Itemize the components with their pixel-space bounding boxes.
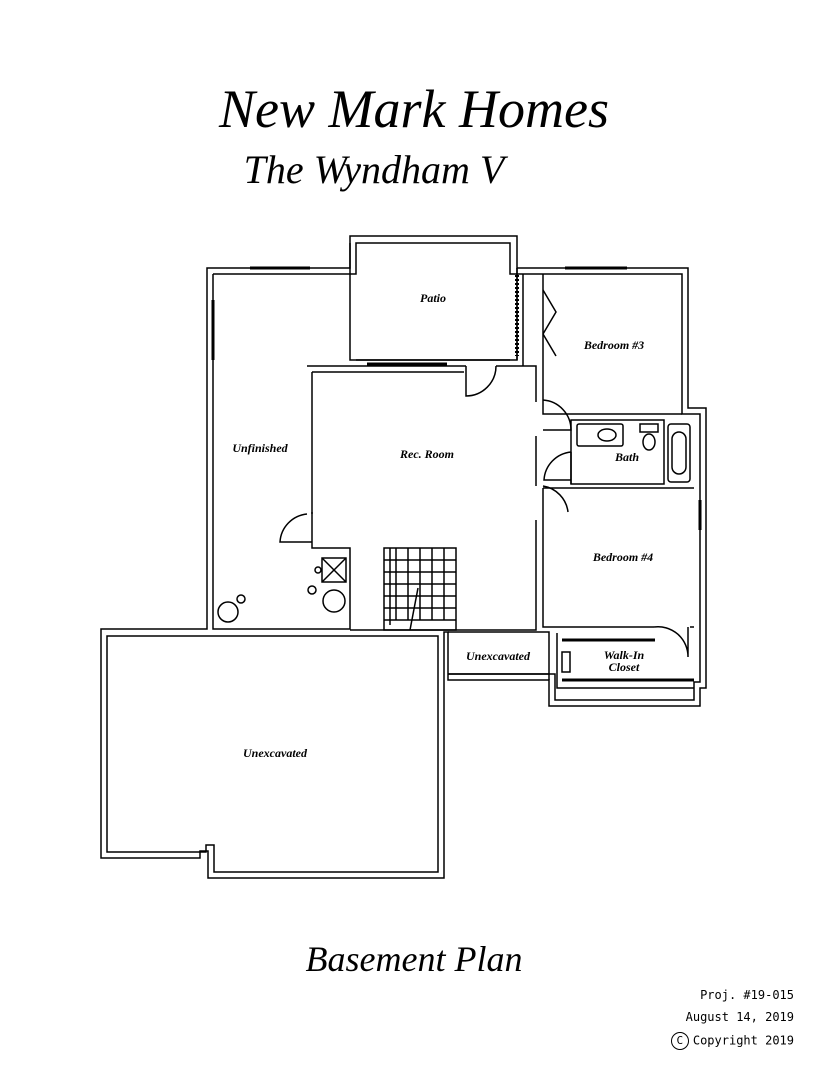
unexcavated-small-wall xyxy=(448,631,550,680)
copyright-icon: C xyxy=(670,1032,689,1050)
room-rec-room: Rec. Room xyxy=(399,447,454,461)
plan-title: Basement Plan xyxy=(305,939,523,979)
room-patio: Patio xyxy=(420,291,446,305)
walk-in-closet-wall xyxy=(556,633,694,689)
room-unexcavated-large: Unexcavated xyxy=(243,746,308,760)
room-walk-in-line1: Walk-In xyxy=(604,648,645,662)
plan-date: August 14, 2019 xyxy=(685,1010,794,1024)
company-title: New Mark Homes xyxy=(219,79,609,139)
stair-treads xyxy=(384,548,456,631)
model-title: The Wyndham V xyxy=(243,147,505,192)
room-bath: Bath xyxy=(614,450,639,464)
outer-wall-inner xyxy=(213,242,701,701)
unexcavated-large-wall xyxy=(106,635,439,873)
project-number: Proj. #19-015 xyxy=(700,988,794,1002)
bedroom4-wall xyxy=(542,487,694,628)
room-unexcavated-small: Unexcavated xyxy=(466,649,531,663)
room-bedroom-4: Bedroom #4 xyxy=(592,550,653,564)
room-walk-in-line2: Closet xyxy=(609,660,640,674)
copyright-text: Copyright 2019 xyxy=(692,1033,794,1048)
room-unfinished: Unfinished xyxy=(232,441,288,455)
room-bedroom-3: Bedroom #3 xyxy=(583,338,644,352)
rec-room-wall xyxy=(307,365,537,631)
